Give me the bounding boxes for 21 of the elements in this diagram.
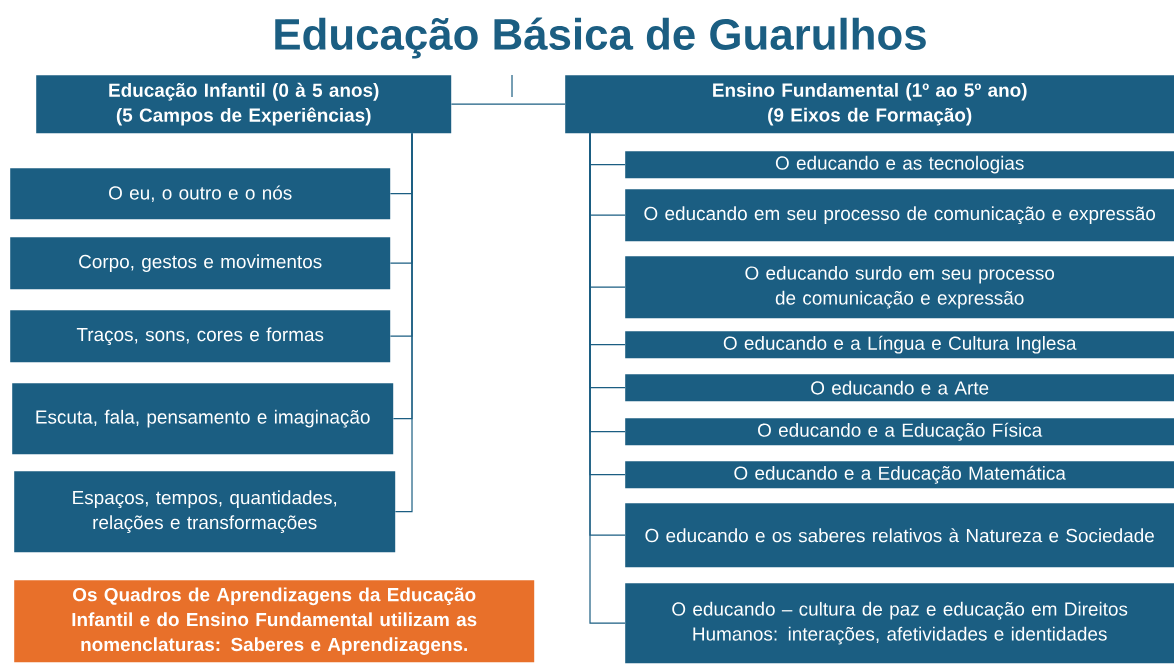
connector-line [589,132,626,624]
category-box: O educando e a Língua e Cultura Inglesa [625,331,1174,359]
category-box: O educando surdo em seu processo de comunicação e expressão [625,256,1174,319]
category-box: Escuta, fala, pensamento e imaginação [12,383,394,455]
category-box: O educando e a Arte [625,374,1174,402]
header-box: Ensino Fundamental (1º ao 5º ano) (9 Eixos de Formação) [565,75,1174,134]
category-box: O educando e as tecnologias [625,151,1174,179]
category-box: Traços, sons, cores e formas [10,310,391,363]
header-box: Educação Infantil (0 à 5 anos) (5 Campos de Experiências) [36,75,452,134]
category-box: O eu, o outro e o nós [10,168,391,220]
connector-line [394,132,413,513]
connector-line [450,103,566,105]
title: Educação Básica de Guarulhos [275,17,926,59]
category-box: O educando e a Educação Física [625,418,1174,446]
category-box: O educando – cultura de paz e educação em Direitos Humanos: interações, afetividades e identidades [625,583,1174,664]
category-box: O educando e a Educação Matemática [625,461,1174,489]
category-box: Corpo, gestos e movimentos [10,237,391,290]
category-box: O educando em seu processo de comunicação e expressão [625,189,1174,242]
category-box: Espaços, tempos, quantidades, relações e transformações [14,471,396,553]
category-box: O educando e os saberes relativos à Natureza e Sociedade [625,503,1174,568]
note-box: Os Quadros de Aprendizagens da Educação Infantil e do Ensino Fundamental utilizam as nomenclaturas: Saberes e Aprendizagens. [14,580,535,663]
